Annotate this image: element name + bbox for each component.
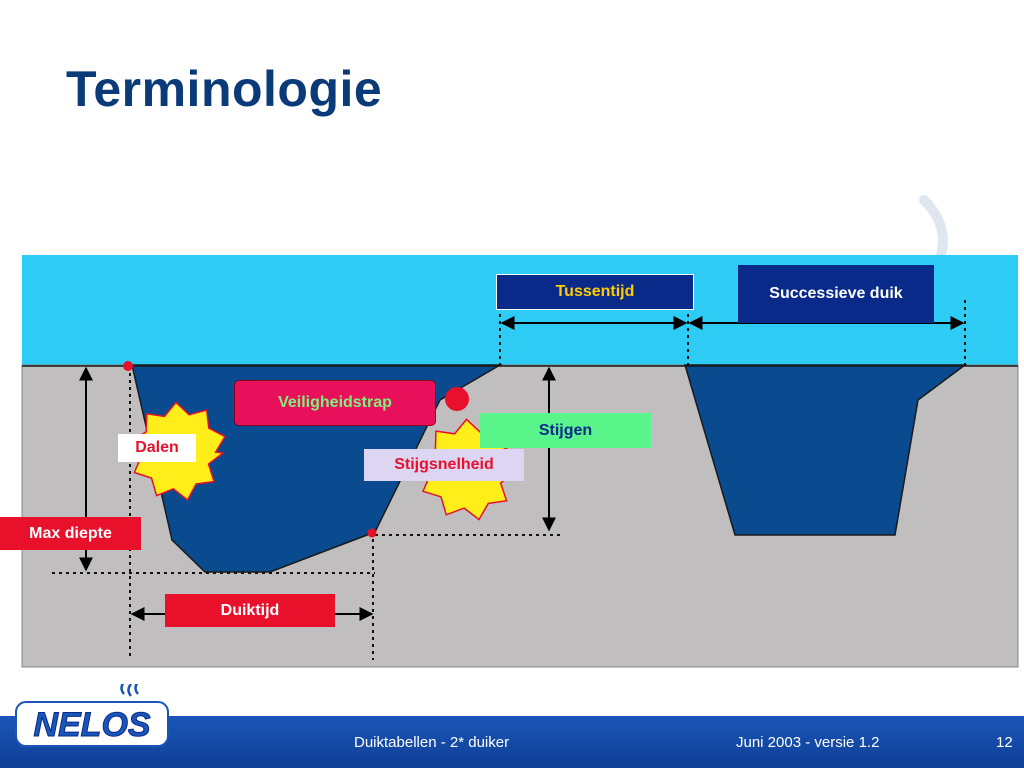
max-diepte-label: Max diepte bbox=[0, 517, 141, 550]
nelos-logo: NELOS bbox=[15, 684, 169, 747]
successieve-duik-text: Successieve duik bbox=[769, 285, 903, 303]
dive-start-dot bbox=[123, 361, 133, 371]
page-title: Terminologie bbox=[66, 61, 383, 117]
successieve-duik-label: Successieve duik bbox=[738, 265, 934, 323]
max-depth-end-dot bbox=[367, 528, 377, 538]
duiktijd-label: Duiktijd bbox=[165, 594, 335, 627]
tussentijd-label: Tussentijd bbox=[496, 274, 694, 310]
veiligheidstrap-label: Veiligheidstrap bbox=[234, 380, 436, 426]
safety-stop-dot bbox=[445, 387, 469, 411]
logo-text: NELOS bbox=[33, 706, 150, 744]
footer-bar: Duiktabellen - 2* duiker Juni 2003 - ver… bbox=[0, 716, 1024, 768]
dalen-label: Dalen bbox=[118, 434, 196, 462]
footer-title: Duiktabellen - 2* duiker bbox=[354, 734, 510, 751]
page-number: 12 bbox=[996, 734, 1013, 751]
dive-2-water bbox=[683, 364, 968, 536]
stijgen-label: Stijgen bbox=[480, 413, 651, 448]
footer-version: Juni 2003 - versie 1.2 bbox=[736, 734, 880, 751]
stijgsnelheid-label: Stijgsnelheid bbox=[364, 449, 524, 481]
steam-icon bbox=[120, 684, 140, 697]
